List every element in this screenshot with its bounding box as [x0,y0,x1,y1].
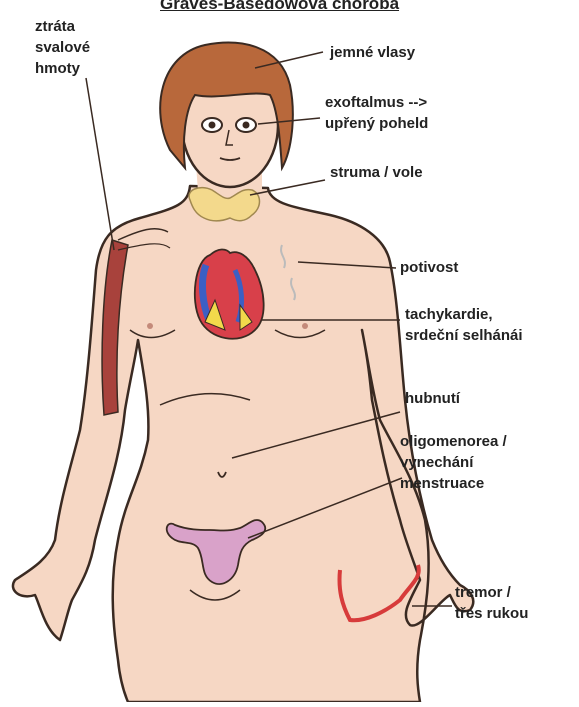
label-goiter: struma / vole [330,162,423,183]
label-sweating: potivost [400,257,458,278]
label-fine-hair: jemné vlasy [330,42,415,63]
leader-muscle [86,78,114,250]
label-muscle-loss: ztráta svalové hmoty [35,16,90,79]
label-oligomenorrhea: oligomenorea / vynechání menstruace [400,431,507,494]
label-weight-loss: hubnutí [405,388,460,409]
label-exophthalmos: exoftalmus --> upřený poheld [325,92,428,134]
diagram-title: Graves-Basedowova choroba [160,0,399,14]
label-tachycardia: tachykardie, srdeční selhánái [405,304,523,346]
label-tremor: tremor / třes rukou [455,582,528,624]
